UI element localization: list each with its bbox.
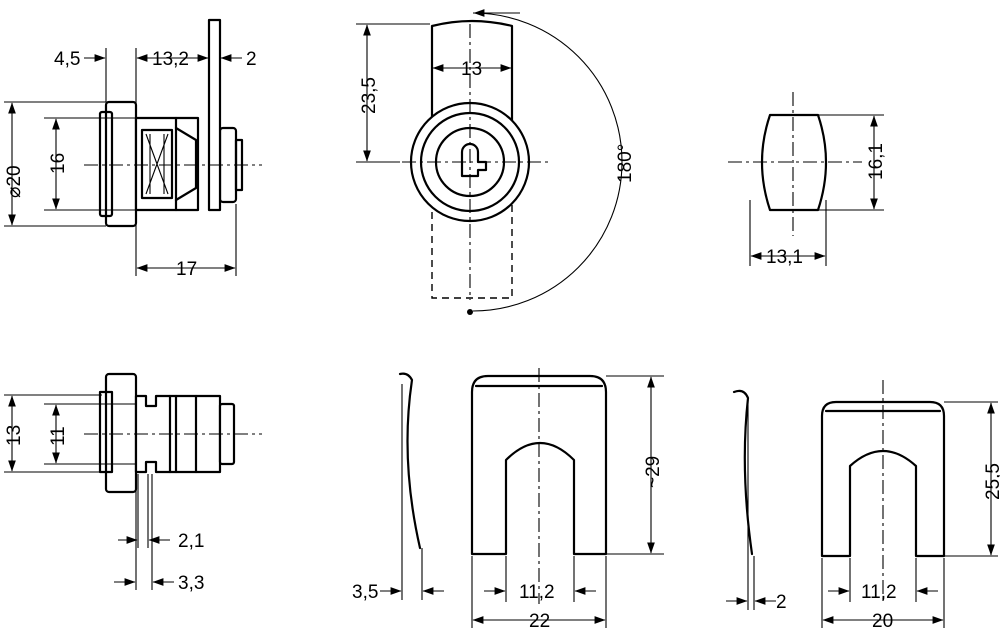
dim-clip1-width: 22 — [529, 611, 550, 632]
dim-cam-width: 13 — [461, 59, 482, 80]
dim-flat-height: 16,1 — [866, 143, 887, 180]
dim-groove-offset: 3,3 — [178, 573, 204, 594]
dim-body-diameter: 16 — [48, 153, 69, 174]
dim-clip2-thickness: 2 — [776, 592, 787, 613]
dim-clip2-width: 20 — [872, 611, 893, 632]
dim-cam-length: 23,5 — [359, 77, 380, 114]
dim-clip2-height: 25,5 — [983, 463, 1000, 500]
lock-side-view: 4,5 13,2 2 ⌀20 16 17 — [4, 18, 262, 280]
dim-flange-diameter: ⌀20 — [4, 165, 25, 198]
dim-flange-thickness: 4,5 — [54, 49, 80, 70]
cutout-profile-view: 16,1 13,1 — [728, 92, 887, 268]
dim-overall-length: 17 — [176, 259, 197, 280]
lock-top-view: 13 11 2,1 3,3 — [4, 372, 262, 594]
dim-cam-thickness: 2 — [246, 49, 257, 70]
dim-body-height-bottom: 11 — [48, 426, 69, 446]
dim-clip1-height: ~29 — [643, 456, 664, 488]
clip1-front-view: ~29 11,2 22 — [470, 368, 664, 632]
dim-body-length: 13,2 — [152, 49, 189, 70]
dim-clip2-slot-width: 11,2 — [861, 582, 897, 603]
dim-clip1-thickness: 3,5 — [352, 582, 378, 603]
clip2-front-view: 25,5 11,2 20 — [820, 380, 1000, 632]
clip1-side-view: 3,5 — [352, 372, 444, 603]
dim-groove-width: 2,1 — [178, 531, 204, 552]
lock-front-view: 180° 23,5 13 — [356, 9, 636, 315]
dim-flange-height-bottom: 13 — [4, 425, 25, 446]
dim-flat-width: 13,1 — [766, 247, 803, 268]
dim-rotation-angle: 180° — [615, 144, 636, 183]
clip2-side-view: 2 — [726, 389, 787, 613]
dim-clip1-slot-width: 11,2 — [519, 582, 555, 603]
